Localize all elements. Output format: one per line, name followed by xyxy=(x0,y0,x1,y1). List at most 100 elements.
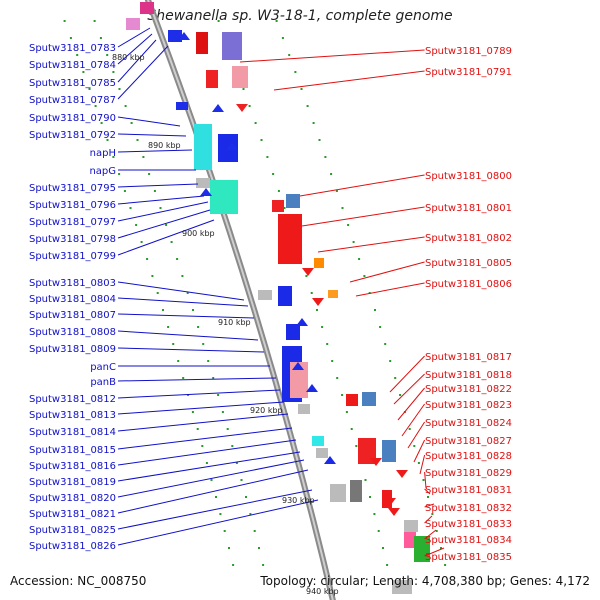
left-gene-label: Sputw3181_0815 xyxy=(29,445,116,456)
tick-dot xyxy=(82,71,85,73)
left-gene-label: napH xyxy=(90,148,116,159)
right-gene-label: Sputw3181_0822 xyxy=(425,384,512,395)
tick-dot xyxy=(215,496,217,498)
leader-line xyxy=(117,297,249,307)
leader-line xyxy=(117,133,187,137)
tick-dot xyxy=(262,564,265,566)
leader-line xyxy=(424,547,445,557)
strand-arrow-icon xyxy=(384,498,396,506)
tick-dot xyxy=(112,156,115,158)
tick-dot xyxy=(394,377,397,379)
gene-box xyxy=(278,286,292,306)
tick-dot xyxy=(142,156,145,158)
kbp-mark: 900 kbp xyxy=(182,229,215,238)
tick-dot xyxy=(201,445,204,447)
gene-box xyxy=(278,214,302,264)
tick-dot xyxy=(226,428,229,430)
leader-line xyxy=(117,183,199,188)
gene-box xyxy=(316,448,328,458)
tick-dot xyxy=(318,139,321,141)
gene-box xyxy=(258,290,272,300)
gene-box xyxy=(382,440,396,462)
tick-dot xyxy=(69,37,72,39)
left-gene-label: Sputw3181_0819 xyxy=(29,477,116,488)
left-gene-label: Sputw3181_0826 xyxy=(29,541,116,552)
leader-line xyxy=(117,427,293,450)
tick-dot xyxy=(272,173,275,175)
tick-dot xyxy=(94,105,97,107)
leader-line xyxy=(117,195,205,205)
tick-dot xyxy=(123,190,126,192)
tick-dot xyxy=(210,479,213,481)
kbp-mark: 930 kbp xyxy=(282,496,315,505)
leader-line xyxy=(117,459,305,498)
tick-dot xyxy=(283,207,286,209)
right-gene-label: Sputw3181_0791 xyxy=(425,67,512,78)
tick-dot xyxy=(326,343,329,345)
left-gene-label: Sputw3181_0809 xyxy=(29,344,116,355)
tick-dot xyxy=(369,496,371,498)
tick-dot xyxy=(202,343,205,345)
tick-dot xyxy=(130,122,133,124)
gene-box xyxy=(290,362,308,398)
tick-dot xyxy=(294,71,297,73)
gene-box xyxy=(126,18,140,30)
tick-dot xyxy=(281,37,284,39)
left-gene-label: Sputw3181_0797 xyxy=(29,217,116,228)
strand-arrow-icon xyxy=(200,188,212,196)
tick-dot xyxy=(221,411,224,413)
leader-line xyxy=(401,403,426,437)
gene-box xyxy=(196,32,208,54)
left-gene-label: Sputw3181_0807 xyxy=(29,310,116,321)
leader-lines xyxy=(117,27,445,557)
leader-line xyxy=(424,488,431,495)
gene-features xyxy=(126,2,430,594)
tick-dot xyxy=(427,496,429,498)
leader-line xyxy=(424,471,427,489)
tick-dot xyxy=(345,411,348,413)
tick-dot xyxy=(151,275,154,277)
leader-line xyxy=(117,499,319,546)
tick-dot xyxy=(240,479,243,481)
genome-backbone xyxy=(144,0,336,600)
leader-line xyxy=(273,70,425,91)
tick-dot xyxy=(162,309,164,311)
gene-box xyxy=(404,520,418,532)
strand-arrow-icon xyxy=(370,458,382,466)
left-gene-label: Sputw3181_0808 xyxy=(29,327,116,338)
tick-dot xyxy=(331,360,334,362)
leader-line xyxy=(117,377,277,382)
right-gene-label: Sputw3181_0828 xyxy=(425,451,512,462)
tick-dot xyxy=(129,207,132,209)
scale-ticks xyxy=(63,20,447,566)
tick-dot xyxy=(408,428,411,430)
genome-summary: Topology: circular; Length: 4,708,380 bp… xyxy=(260,574,590,588)
leader-line xyxy=(349,261,425,283)
gene-box xyxy=(286,324,300,340)
leader-line xyxy=(397,387,425,421)
leader-line xyxy=(117,413,289,432)
right-gene-label: Sputw3181_0818 xyxy=(425,370,512,381)
tick-dot xyxy=(140,241,143,243)
leader-line xyxy=(117,219,215,256)
gene-box xyxy=(314,258,324,268)
tick-dot xyxy=(88,88,91,90)
leader-line xyxy=(117,489,313,530)
tick-dot xyxy=(335,190,338,192)
leader-line xyxy=(407,421,426,449)
tick-dot xyxy=(310,292,313,294)
leader-line xyxy=(389,355,425,393)
right-gene-label: Sputw3181_0827 xyxy=(425,436,512,447)
leader-line xyxy=(117,201,209,222)
tick-dot xyxy=(228,547,230,549)
strand-arrow-icon xyxy=(236,104,248,112)
strand-arrow-icon xyxy=(302,268,314,276)
leader-line xyxy=(424,515,433,524)
tick-dot xyxy=(258,547,260,549)
gene-box xyxy=(358,438,376,464)
gene-box xyxy=(312,436,324,446)
leader-line xyxy=(413,439,426,463)
tick-dot xyxy=(382,547,384,549)
tick-dot xyxy=(248,105,251,107)
